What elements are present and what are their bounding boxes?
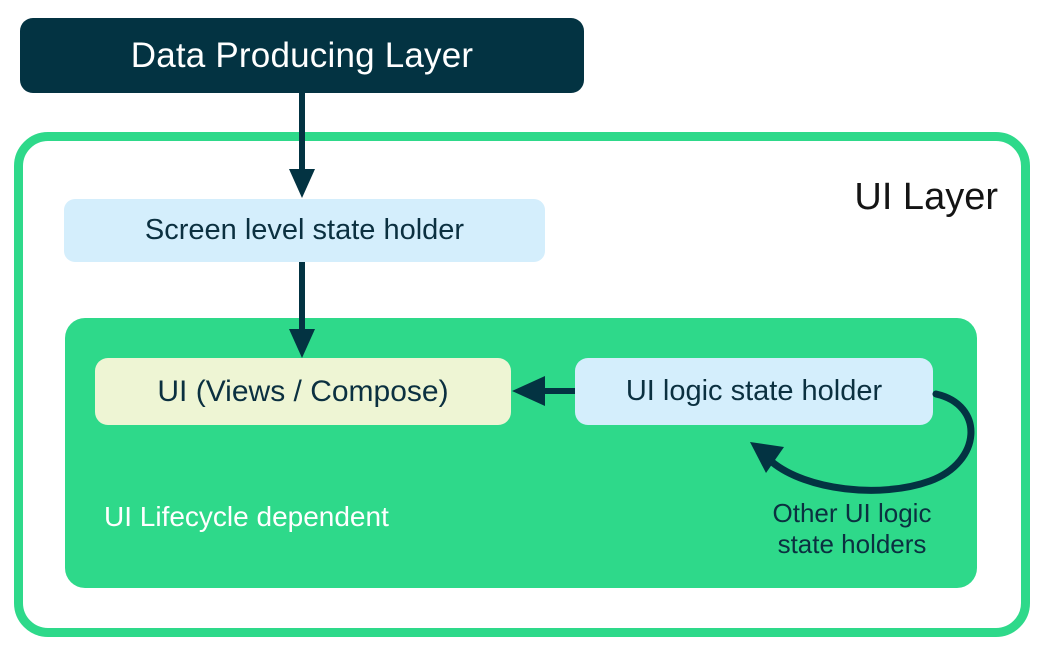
caption-line-2: state holders (777, 528, 927, 559)
node-screen-level-state-holder: Screen level state holder (64, 199, 545, 262)
caption-other-ui-logic-state-holders: Other UI logic state holders (744, 498, 960, 559)
node-ui-layer-label: UI Layer (854, 176, 998, 218)
caption-line-1: Other UI logic (772, 498, 932, 528)
node-ui-views-compose: UI (Views / Compose) (95, 358, 511, 425)
node-screen-level-state-holder-label: Screen level state holder (144, 214, 465, 246)
node-ui-views-compose-label: UI (Views / Compose) (157, 374, 449, 408)
node-ui-logic-state-holder-label: UI logic state holder (625, 375, 883, 407)
node-ui-lifecycle-dependent-label: UI Lifecycle dependent (104, 501, 389, 532)
node-data-producing-layer-label: Data Producing Layer (130, 36, 474, 75)
node-data-producing-layer: Data Producing Layer (20, 18, 584, 93)
node-ui-logic-state-holder: UI logic state holder (575, 358, 933, 425)
